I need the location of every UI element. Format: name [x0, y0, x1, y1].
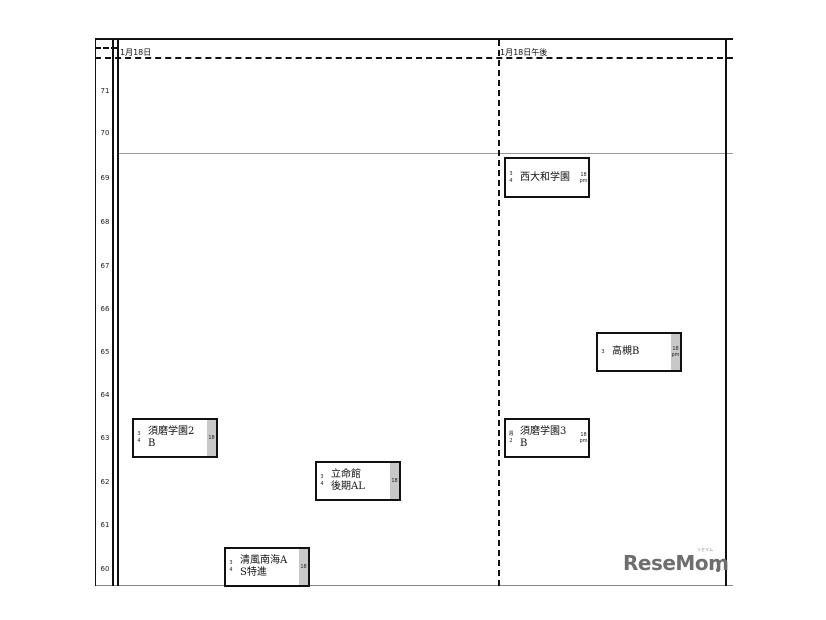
entry-school: 須磨学園2 [148, 426, 195, 437]
y-tick-67: 67 [100, 262, 110, 270]
top-border [95, 38, 733, 40]
entry-box-suma-3: 週 2 須磨学園3 B 18 pm [504, 418, 590, 458]
entry-left-marks: 3 4 [134, 420, 144, 456]
entry-box-takatsuki: 3 高槻B 18 pm [596, 332, 682, 372]
entry-course: B [148, 438, 156, 449]
entry-box-ritsumeikan: 3 4 立命館 後期AL 18 [315, 461, 401, 501]
entry-date-bar: 18 pm [671, 334, 680, 370]
entry-content: 清風南海A S特進 [236, 549, 299, 585]
entry-content: 須磨学園2 B [144, 420, 207, 456]
y-tick-70: 70 [100, 129, 110, 137]
entry-left-marks: 週 2 [506, 420, 516, 456]
header-bottom-dashed-1 [95, 57, 733, 59]
entry-school: 西大和学園 [520, 171, 570, 183]
column-header-2: 1月18日午後 [500, 48, 548, 57]
entry-content: 高槻B [608, 334, 671, 370]
grade-divider-line [117, 153, 733, 154]
entry-date-bar: 18 [299, 549, 308, 585]
y-tick-63: 63 [100, 434, 110, 442]
axis-border-1 [112, 38, 114, 586]
watermark-logo: ReseMom [623, 551, 729, 575]
entry-left-marks: 3 [598, 334, 608, 370]
watermark-dot [716, 568, 720, 572]
entry-course: B [520, 438, 528, 449]
entry-left-marks: 3 4 [226, 549, 236, 585]
y-tick-62: 62 [100, 478, 110, 486]
entry-date-bar: 18 [207, 420, 216, 456]
entry-date-bar: 18 [390, 463, 399, 499]
left-border-outer [95, 38, 96, 586]
axis-border-2 [117, 38, 119, 586]
header-bottom-dashed-2 [95, 47, 117, 49]
y-tick-66: 66 [100, 305, 110, 313]
entry-course: S特進 [240, 567, 267, 578]
entry-school: 清風南海A [240, 555, 288, 566]
bottom-border [95, 585, 733, 586]
right-border [725, 40, 727, 586]
y-tick-64: 64 [100, 391, 110, 399]
entry-box-seifu-nankai: 3 4 清風南海A S特進 18 [224, 547, 310, 587]
entry-school: 高槻B [612, 346, 640, 357]
entry-school: 立命館 [331, 469, 361, 480]
entry-date-bar: 18 pm [579, 159, 588, 196]
y-tick-61: 61 [100, 521, 110, 529]
y-tick-65: 65 [100, 348, 110, 356]
y-tick-71: 71 [100, 87, 110, 95]
column-header-1: 1月18日 [120, 48, 152, 57]
entry-left-marks: 3 4 [506, 159, 516, 196]
entry-box-suma-2: 3 4 須磨学園2 B 18 [132, 418, 218, 458]
watermark-ruby: リセマム [697, 547, 713, 552]
entry-content: 西大和学園 [516, 159, 579, 196]
entry-date-bar: 18 pm [579, 420, 588, 456]
entry-left-marks: 3 4 [317, 463, 327, 499]
y-tick-60: 60 [100, 565, 110, 573]
entry-content: 須磨学園3 B [516, 420, 579, 456]
entry-content: 立命館 後期AL [327, 463, 390, 499]
column-divider-dashed [498, 40, 500, 586]
entry-course: 後期AL [331, 481, 365, 492]
entry-box-nishiyamato: 3 4 西大和学園 18 pm [504, 157, 590, 198]
entry-school: 須磨学園3 [520, 426, 567, 437]
y-tick-69: 69 [100, 174, 110, 182]
y-tick-68: 68 [100, 218, 110, 226]
